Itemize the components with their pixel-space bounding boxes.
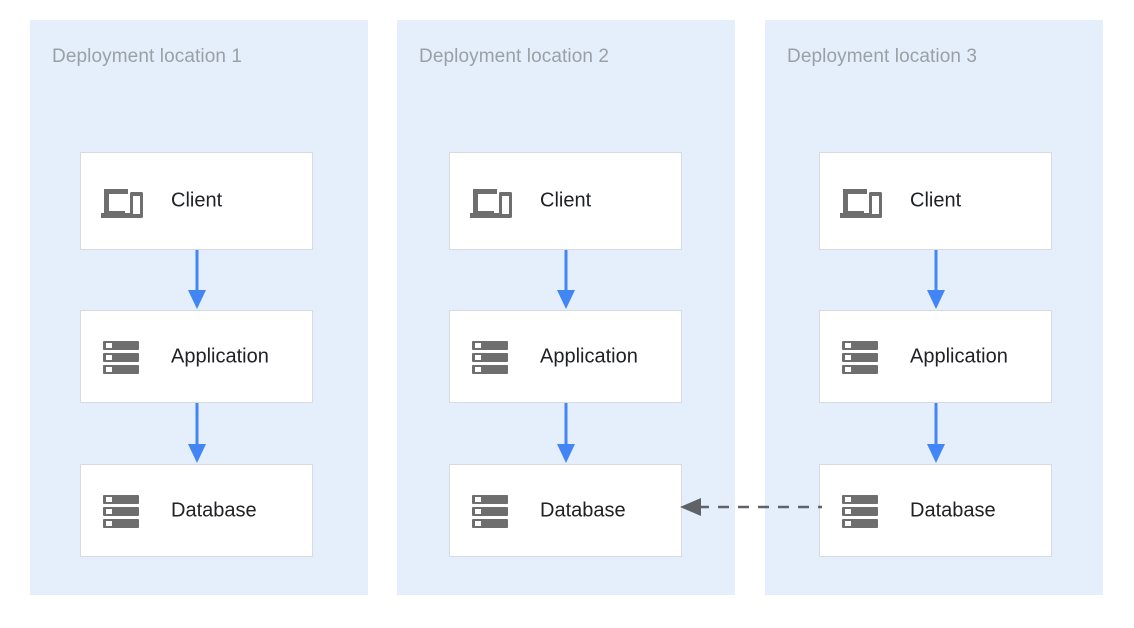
node-label-database-2: Database xyxy=(540,499,626,521)
node-database-2[interactable]: Database xyxy=(449,464,682,557)
node-label-application-1: Application xyxy=(171,345,269,367)
node-label-client-2: Client xyxy=(540,189,592,212)
client-devices-icon xyxy=(839,181,883,221)
node-client-2[interactable]: Client xyxy=(449,152,682,250)
panel-title-1: Deployment location 1 xyxy=(52,46,243,67)
node-label-application-2: Application xyxy=(540,345,638,367)
node-application-1[interactable]: Application xyxy=(80,310,313,403)
node-label-client-3: Client xyxy=(910,189,962,212)
arrow-client-to-application-2 xyxy=(553,250,579,310)
server-rack-icon xyxy=(469,491,513,531)
panel-title-3: Deployment location 3 xyxy=(787,46,978,67)
server-rack-icon xyxy=(839,337,883,377)
arrow-application-to-database-2 xyxy=(553,403,579,464)
node-client-1[interactable]: Client xyxy=(80,152,313,250)
node-label-database-3: Database xyxy=(910,499,996,521)
node-application-3[interactable]: Application xyxy=(819,310,1052,403)
node-label-client-1: Client xyxy=(171,189,223,212)
server-rack-icon xyxy=(100,491,144,531)
node-label-database-1: Database xyxy=(171,499,257,521)
server-rack-icon xyxy=(839,491,883,531)
node-application-2[interactable]: Application xyxy=(449,310,682,403)
server-rack-icon xyxy=(469,337,513,377)
arrow-client-to-application-1 xyxy=(184,250,210,310)
node-client-3[interactable]: Client xyxy=(819,152,1052,250)
arrow-client-to-application-3 xyxy=(923,250,949,310)
arrow-application-to-database-1 xyxy=(184,403,210,464)
client-devices-icon xyxy=(469,181,513,221)
node-database-1[interactable]: Database xyxy=(80,464,313,557)
dashed-replication-arrow-db3-to-db2 xyxy=(680,496,822,518)
panel-title-2: Deployment location 2 xyxy=(419,46,610,67)
node-database-3[interactable]: Database xyxy=(819,464,1052,557)
client-devices-icon xyxy=(100,181,144,221)
node-label-application-3: Application xyxy=(910,345,1008,367)
arrow-application-to-database-3 xyxy=(923,403,949,464)
server-rack-icon xyxy=(100,337,144,377)
